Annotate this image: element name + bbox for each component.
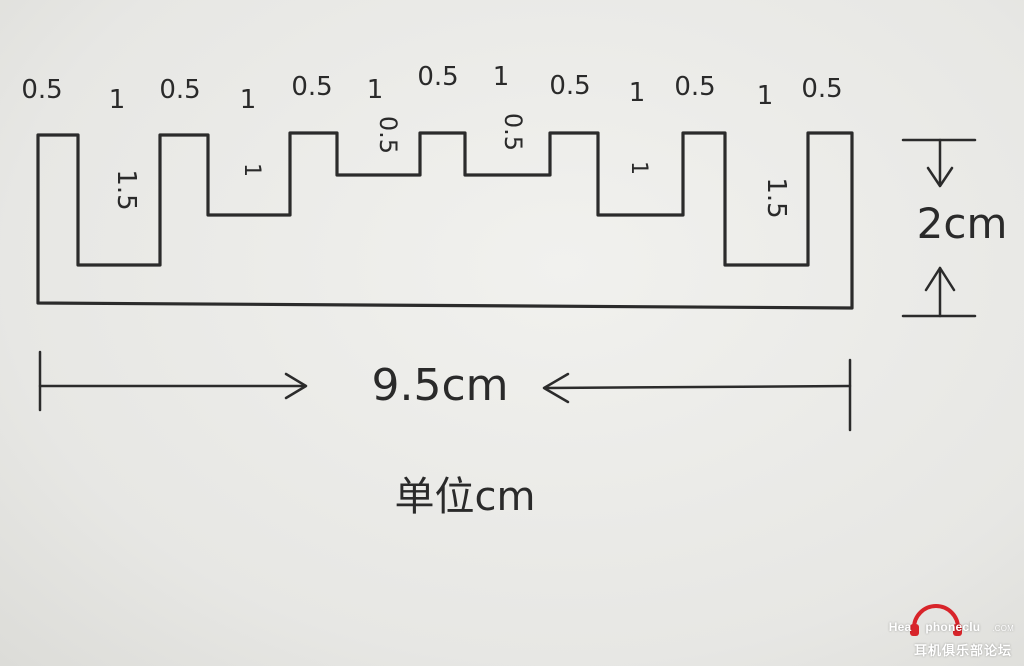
watermark-chinese-name: 耳机俱乐部论坛 [913, 644, 1012, 659]
arrow-down-icon [926, 166, 954, 188]
width-dimension: 9.5cm [38, 350, 852, 432]
height-dimension: 2cm [901, 138, 1008, 318]
slot-depth-labels: 1.5 1 0.5 0.5 1 1.5 [111, 113, 791, 219]
tooth-width-label: 0.5 [801, 74, 842, 104]
tooth-width-label: 0.5 [159, 75, 200, 105]
gap-width-label: 1 [493, 62, 510, 92]
gap-width-label: 1 [757, 81, 774, 111]
width-label: 9.5cm [371, 360, 508, 411]
tooth-width-label: 0.5 [549, 71, 590, 101]
tooth-width-label: 0.5 [21, 75, 62, 105]
arrow-right-icon [284, 372, 308, 400]
headphone-logo-icon [910, 604, 962, 636]
arrow-up-icon [924, 266, 956, 292]
gap-width-label: 1 [240, 85, 257, 115]
tooth-width-label: 0.5 [674, 72, 715, 102]
slot-depth-label: 1 [239, 163, 264, 177]
slot-depth-label: 1 [626, 161, 651, 175]
gap-width-label: 1 [367, 75, 384, 105]
top-dimension-labels: 0.5 1 0.5 1 0.5 1 0.5 1 0.5 1 0.5 1 0.5 [21, 62, 842, 115]
unit-label: 单位cm [395, 474, 536, 520]
slot-depth-label: 1.5 [761, 177, 791, 218]
gap-width-label: 1 [109, 85, 126, 115]
slot-depth-label: 1.5 [111, 169, 141, 210]
slot-depth-label: 0.5 [499, 113, 527, 151]
height-label: 2cm [917, 199, 1008, 248]
slot-depth-label: 0.5 [374, 116, 402, 154]
tooth-width-label: 0.5 [417, 62, 458, 92]
tooth-width-label: 0.5 [291, 72, 332, 102]
width-right-arrow-shaft [543, 384, 852, 390]
comb-outline [36, 131, 854, 310]
arrow-left-icon [542, 372, 570, 404]
gap-width-label: 1 [629, 78, 646, 108]
